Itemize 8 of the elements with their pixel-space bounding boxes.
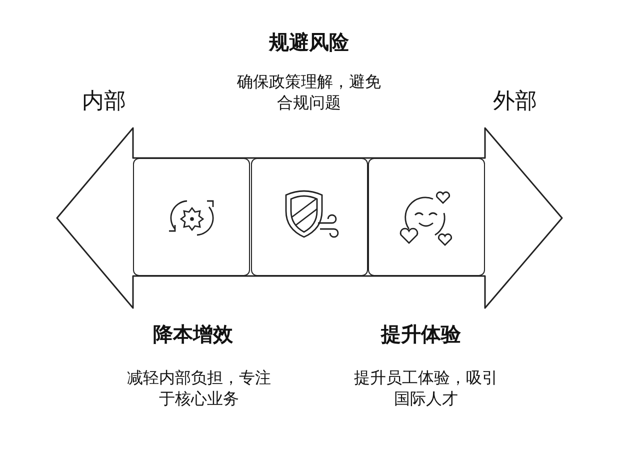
heading: 提升体验 bbox=[380, 321, 462, 348]
description: 减轻内部负担，专注于核心业务 bbox=[126, 367, 272, 409]
description: 提升员工体验，吸引国际人才 bbox=[353, 367, 499, 409]
description: 确保政策理解，避免合规问题 bbox=[236, 71, 382, 113]
heading: 降本增效 bbox=[152, 321, 234, 348]
heading: 规避风险 bbox=[268, 29, 350, 56]
side-label: 外部 bbox=[493, 88, 537, 116]
side-label: 内部 bbox=[82, 88, 126, 116]
